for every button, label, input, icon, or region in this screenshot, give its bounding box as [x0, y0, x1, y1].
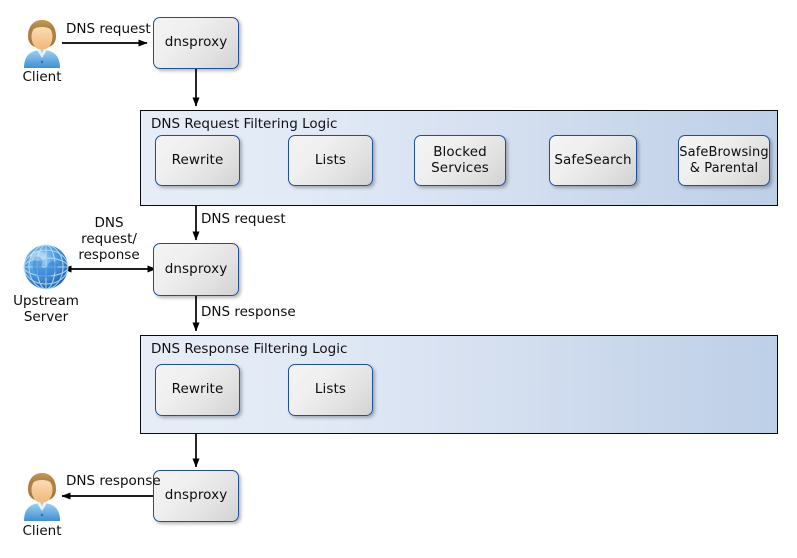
stage-safebrowsing-parental-label: SafeBrowsing & Parental — [679, 145, 769, 176]
actor-label-client-top: Client — [22, 69, 62, 85]
edge-label-client-to-proxy: DNS request — [66, 21, 151, 37]
edge-label-proxy-to-client: DNS response — [66, 473, 161, 489]
node-dnsproxy-top-label: dnsproxy — [164, 34, 228, 51]
node-dnsproxy-bottom-label: dnsproxy — [164, 487, 228, 504]
node-dnsproxy-top[interactable]: dnsproxy — [153, 17, 239, 69]
stage-rewrite-request-label: Rewrite — [171, 151, 224, 168]
stage-blocked-services[interactable]: Blocked Services — [414, 135, 506, 186]
stage-blocked-services-label: Blocked Services — [431, 143, 489, 176]
user-avatar-icon — [24, 473, 60, 521]
group-dns-request-filtering-logic-title: DNS Request Filtering Logic — [151, 116, 338, 132]
stage-rewrite-response-label: Rewrite — [171, 381, 224, 398]
stage-lists-response-label: Lists — [314, 381, 347, 398]
stage-lists-request[interactable]: Lists — [288, 135, 373, 186]
group-dns-response-filtering-logic: DNS Response Filtering Logic — [140, 335, 778, 434]
actor-label-upstream-server: Upstream Server — [13, 293, 79, 325]
node-dnsproxy-mid-label: dnsproxy — [164, 260, 228, 277]
group-dns-response-filtering-logic-title: DNS Response Filtering Logic — [151, 341, 348, 357]
edge-label-proxy-to-request-group: DNS request — [201, 211, 286, 227]
stage-safesearch[interactable]: SafeSearch — [549, 135, 637, 186]
stage-rewrite-request[interactable]: Rewrite — [155, 135, 240, 186]
edge-label-upstream-exchange: DNS request/ response — [78, 215, 140, 263]
globe-icon — [23, 244, 69, 290]
stage-rewrite-response[interactable]: Rewrite — [155, 364, 240, 416]
stage-safebrowsing-parental[interactable]: SafeBrowsing & Parental — [678, 135, 770, 186]
stage-lists-response[interactable]: Lists — [288, 364, 373, 416]
actor-label-client-bottom: Client — [22, 523, 62, 539]
node-dnsproxy-mid[interactable]: dnsproxy — [153, 243, 239, 296]
user-avatar-icon — [24, 20, 60, 68]
edge-label-proxy-to-response-group: DNS response — [201, 304, 296, 320]
stage-safesearch-label: SafeSearch — [554, 151, 632, 168]
stage-lists-request-label: Lists — [314, 151, 347, 168]
node-dnsproxy-bottom[interactable]: dnsproxy — [153, 470, 239, 522]
